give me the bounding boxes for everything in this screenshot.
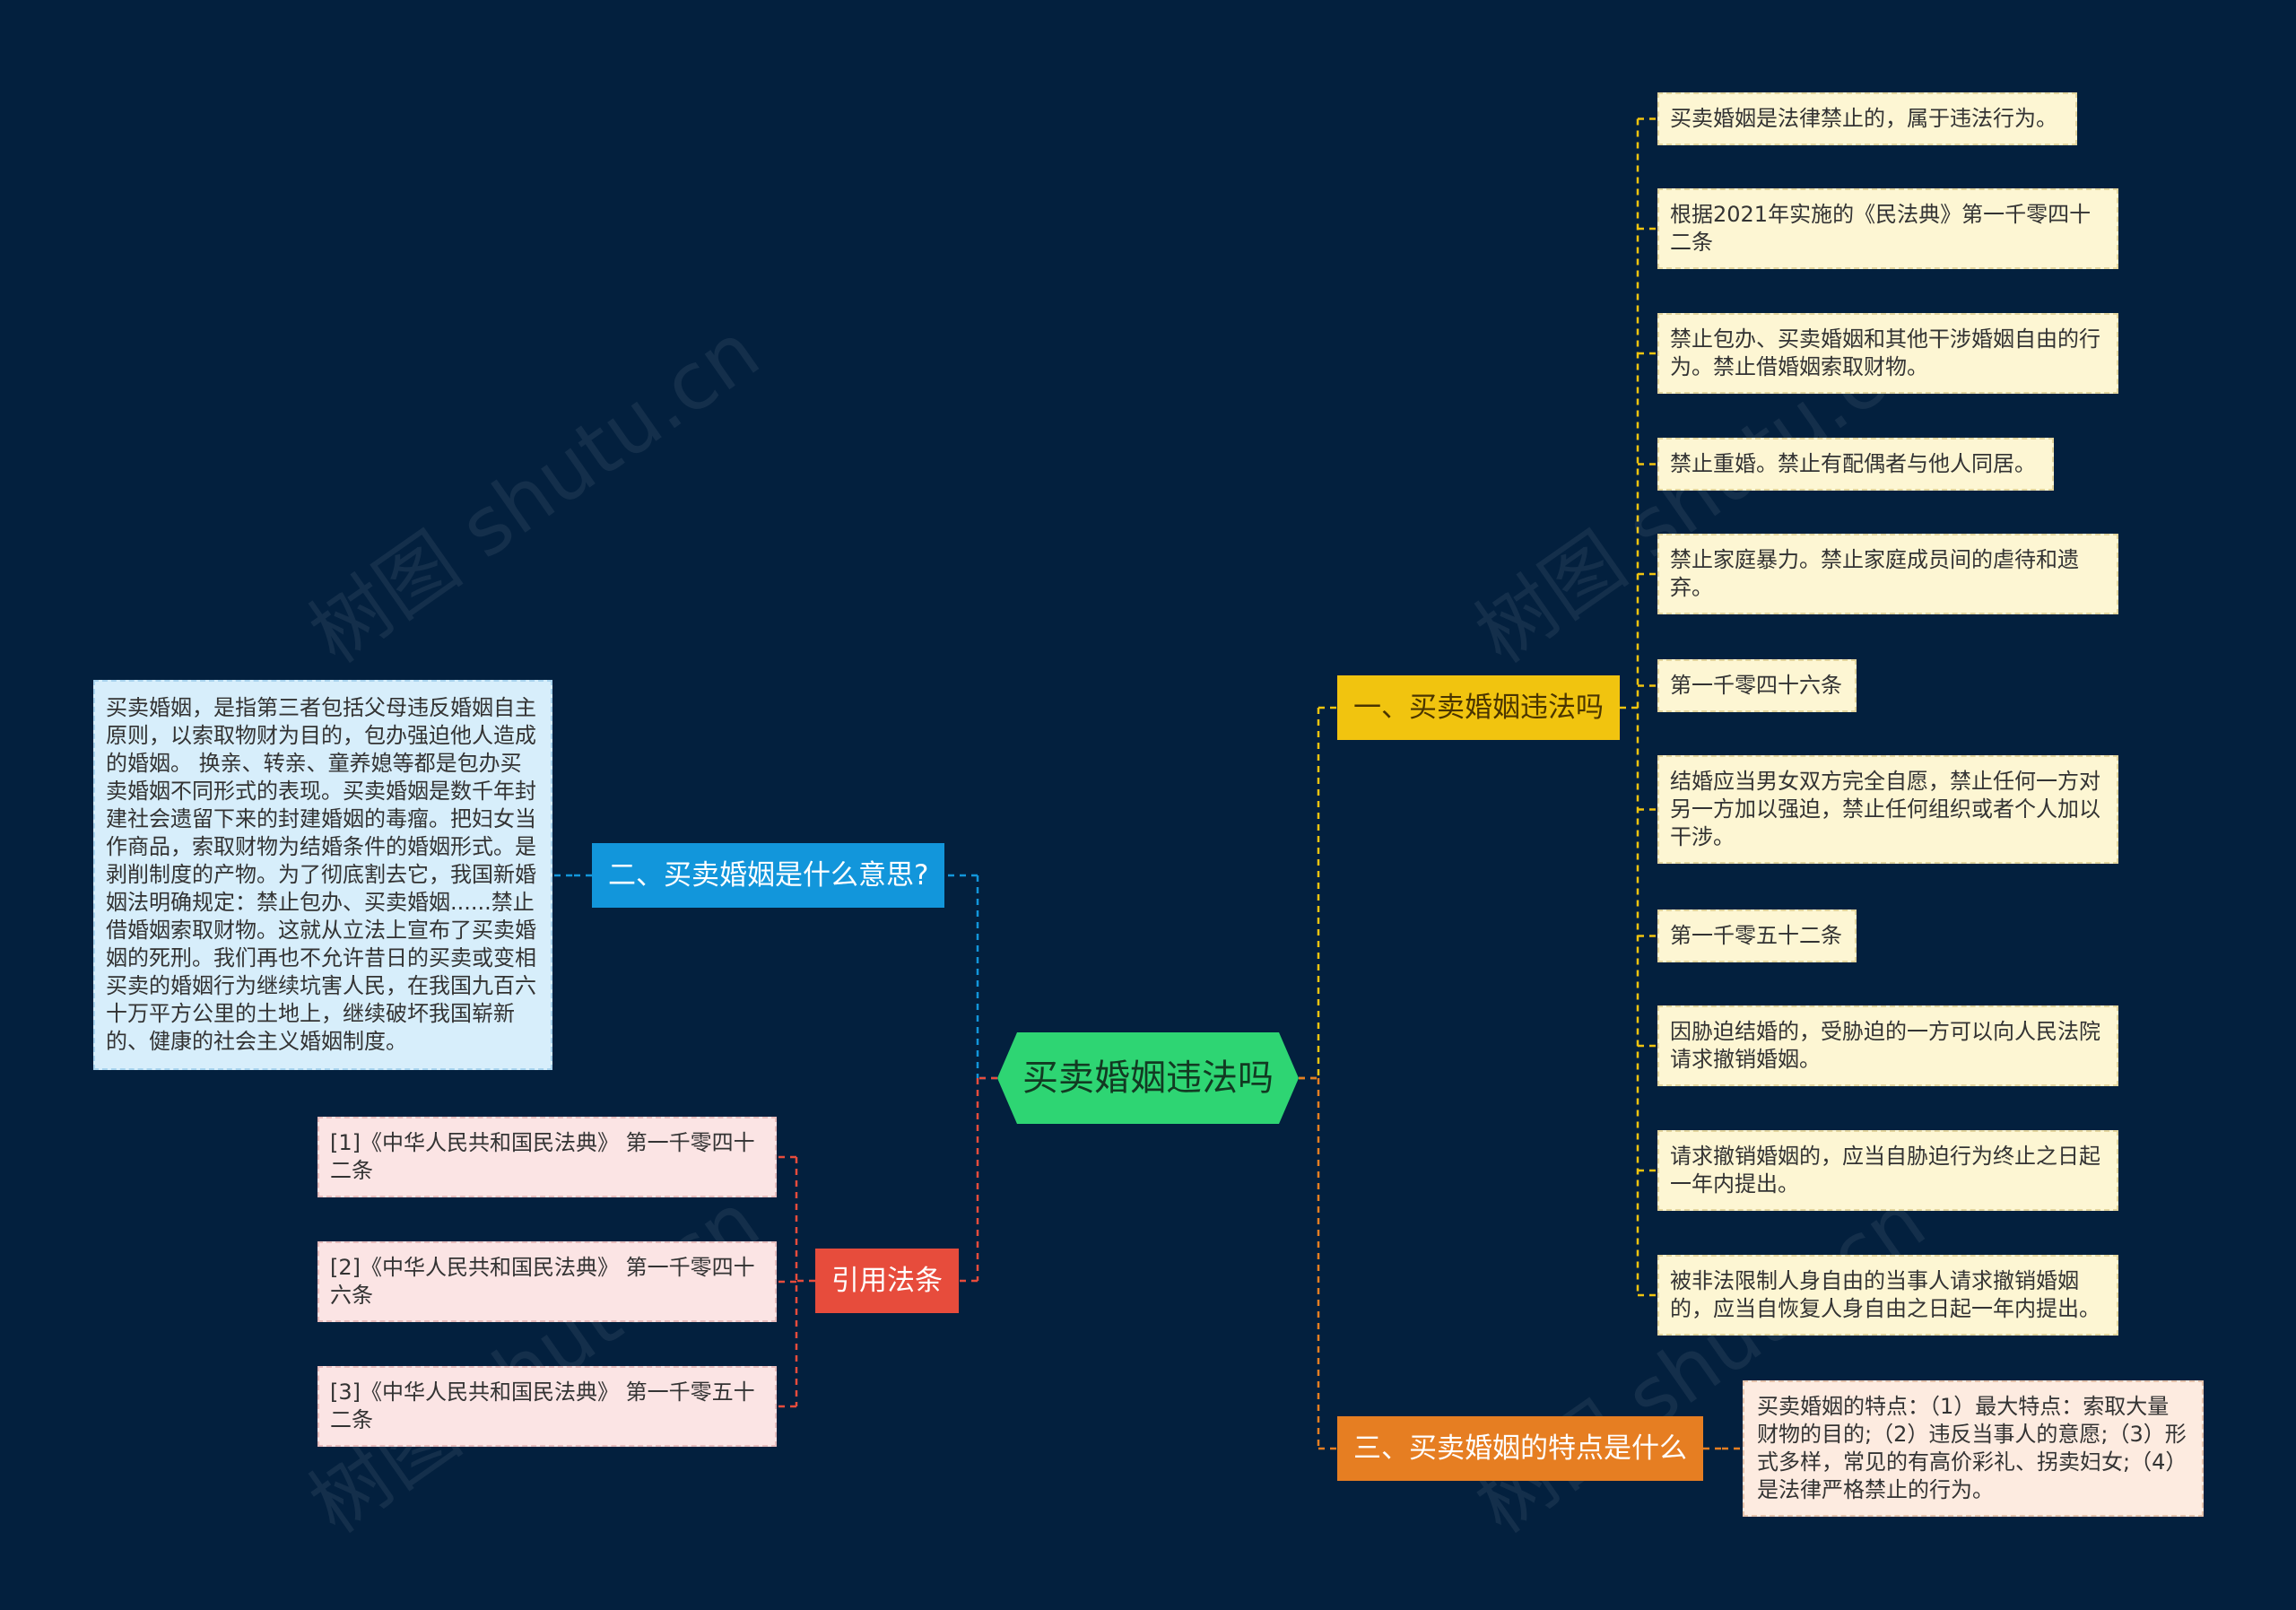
root-topic[interactable]: 买卖婚姻违法吗 bbox=[997, 1032, 1299, 1124]
leaf-topic[interactable]: 第一千零四十六条 bbox=[1657, 659, 1857, 712]
leaf-topic[interactable]: 请求撤销婚姻的，应当自胁迫行为终止之日起一年内提出。 bbox=[1657, 1130, 2118, 1211]
leaf-topic[interactable]: 买卖婚姻，是指第三者包括父母违反婚姻自主原则，以索取物财为目的，包办强迫他人造成… bbox=[93, 680, 552, 1070]
leaf-topic[interactable]: 买卖婚姻的特点：（1）最大特点：索取大量财物的目的;（2）违反当事人的意愿;（3… bbox=[1743, 1380, 2204, 1517]
leaf-topic[interactable]: 第一千零五十二条 bbox=[1657, 909, 1857, 962]
leaf-topic[interactable]: 结婚应当男女双方完全自愿，禁止任何一方对另一方加以强迫，禁止任何组织或者个人加以… bbox=[1657, 755, 2118, 864]
leaf-topic[interactable]: 禁止包办、买卖婚姻和其他干涉婚姻自由的行为。禁止借婚姻索取财物。 bbox=[1657, 313, 2118, 394]
branch-topic-2[interactable]: 二、买卖婚姻是什么意思? bbox=[592, 843, 945, 908]
branch-topic-1[interactable]: 一、买卖婚姻违法吗 bbox=[1337, 675, 1620, 740]
leaf-topic[interactable]: [1]《中华人民共和国民法典》 第一千零四十二条 bbox=[317, 1117, 777, 1197]
leaf-topic[interactable]: 买卖婚姻是法律禁止的，属于违法行为。 bbox=[1657, 92, 2077, 145]
leaf-topic[interactable]: [2]《中华人民共和国民法典》 第一千零四十六条 bbox=[317, 1241, 777, 1322]
leaf-topic[interactable]: 禁止重婚。禁止有配偶者与他人同居。 bbox=[1657, 438, 2054, 491]
leaf-topic[interactable]: 禁止家庭暴力。禁止家庭成员间的虐待和遗弃。 bbox=[1657, 534, 2118, 614]
leaf-topic[interactable]: 根据2021年实施的《民法典》第一千零四十二条 bbox=[1657, 188, 2118, 269]
leaf-topic[interactable]: [3]《中华人民共和国民法典》 第一千零五十二条 bbox=[317, 1366, 777, 1447]
leaf-topic[interactable]: 因胁迫结婚的，受胁迫的一方可以向人民法院请求撤销婚姻。 bbox=[1657, 1005, 2118, 1086]
branch-topic-4[interactable]: 引用法条 bbox=[815, 1249, 959, 1313]
leaf-topic[interactable]: 被非法限制人身自由的当事人请求撤销婚姻的，应当自恢复人身自由之日起一年内提出。 bbox=[1657, 1255, 2118, 1336]
branch-topic-3[interactable]: 三、买卖婚姻的特点是什么 bbox=[1337, 1416, 1703, 1481]
